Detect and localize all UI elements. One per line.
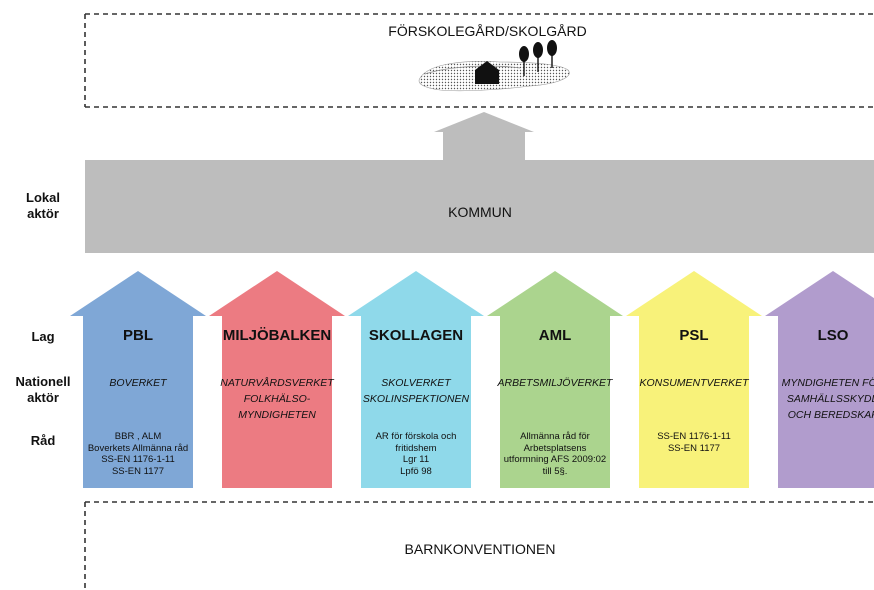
column-heading: AML xyxy=(538,327,572,344)
column-advice-line: SS-EN 1176-1-11 xyxy=(657,431,731,442)
side-label-lag: Lag xyxy=(31,329,55,344)
column-heading: LSO xyxy=(817,327,849,344)
column-actor-line: ARBETSMILJÖVERKET xyxy=(497,377,613,389)
column-advice-line: Boverkets Allmänna råd xyxy=(87,442,189,454)
house-icon xyxy=(475,61,499,84)
schoolyard-illustration xyxy=(418,40,570,92)
column-actor-line: MYNDIGHETEN FÖR xyxy=(781,377,874,389)
column-actor-line: SKOLVERKET xyxy=(381,377,451,389)
column-arrow-4 xyxy=(626,271,762,488)
column-actor-line: OCH BEREDSKAP xyxy=(787,409,874,421)
column-advice-line: Allmänna råd för xyxy=(520,431,590,442)
column-actor-line: SKOLINSPEKTIONEN xyxy=(362,393,470,405)
tree-icons xyxy=(519,40,557,76)
column-arrow-1 xyxy=(209,271,345,488)
column-actor-line: SAMHÄLLSSKYDD xyxy=(786,393,874,405)
column-actor: NATURVÅRDSVERKET FOLKHÄLSO- MYNDIGHETEN xyxy=(214,375,340,423)
kommun-label: KOMMUN xyxy=(448,204,512,220)
column-advice-line: SS-EN 1176-1-11 xyxy=(101,454,175,465)
column-advice-line: till 5§. xyxy=(542,465,568,477)
column-arrow-3 xyxy=(487,271,623,488)
column-actor-line: BOVERKET xyxy=(109,377,167,389)
column-advice-line: BBR , ALM xyxy=(114,431,162,442)
column-actor-line: FOLKHÄLSO- xyxy=(243,393,311,405)
top-box-title: FÖRSKOLEGÅRD/SKOLGÅRD xyxy=(388,23,587,39)
column-arrows xyxy=(70,271,874,488)
kommun-band xyxy=(85,112,874,253)
column-advice-line: Lpfö 98 xyxy=(400,465,432,477)
column-arrow-0 xyxy=(70,271,206,488)
column-arrow-5 xyxy=(765,271,874,488)
column-actor: MYNDIGHETEN FÖR SAMHÄLLSSKYDD OCH BEREDSKA… xyxy=(770,375,874,423)
column-advice-line: Lgr 11 xyxy=(402,454,430,465)
side-label-rad: Råd xyxy=(30,433,56,448)
bottom-box-title: BARNKONVENTIONEN xyxy=(404,541,556,557)
column-advice-line: fritidshem xyxy=(395,442,437,454)
column-actor: SKOLVERKET SKOLINSPEKTIONEN xyxy=(353,375,479,407)
column-advice-line: SS-EN 1177 xyxy=(667,442,721,454)
column-heading: PBL xyxy=(123,327,153,344)
column-arrow-2 xyxy=(348,271,484,488)
column-advice-line: AR för förskola och xyxy=(375,431,457,442)
column-advice-line: SS-EN 1177 xyxy=(111,465,165,477)
column-actor: BOVERKET xyxy=(75,375,201,391)
column-heading: MILJÖBALKEN xyxy=(222,327,332,344)
column-actor-line: KONSUMENTVERKET xyxy=(639,377,749,389)
column-advice-line: Arbetsplatsens xyxy=(523,442,587,454)
column-heading: PSL xyxy=(679,327,709,344)
column-actor: ARBETSMILJÖVERKET xyxy=(492,375,618,391)
ground-swoosh xyxy=(424,65,521,75)
column-advice-line: utformning AFS 2009:02 xyxy=(503,454,607,465)
column-heading: SKOLLAGEN xyxy=(368,327,464,344)
column-actor-line: NATURVÅRDSVERKET xyxy=(220,377,334,389)
column-actor-line: MYNDIGHETEN xyxy=(238,409,316,421)
column-actor: KONSUMENTVERKET xyxy=(631,375,757,391)
